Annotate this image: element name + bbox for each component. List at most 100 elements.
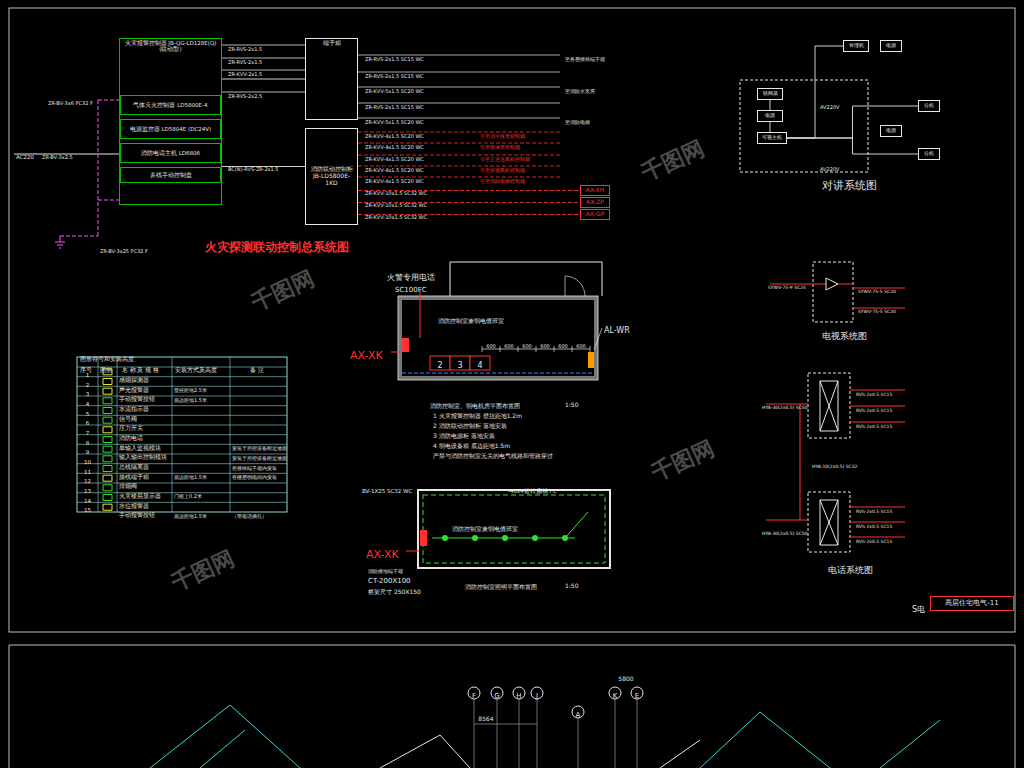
table-cell-holder: 门框上0.2米: [174, 485, 202, 501]
box-text: 分机: [924, 151, 934, 157]
table-cell-holder: 在接线端子箱内安装: [232, 457, 277, 473]
box-text: 分机: [924, 103, 934, 109]
wire-label: ZR-KVV-2x1.5: [228, 71, 262, 77]
grid-bubble: [513, 687, 525, 699]
watermark-holder: 千图网: [648, 437, 717, 485]
table-cell-holder: 4: [86, 393, 90, 409]
table-cell-holder: 信号阀: [119, 408, 137, 424]
grid-letter-holder: G: [494, 685, 499, 701]
wire-label-holder: AC220: [16, 146, 34, 162]
building-outline: [380, 735, 700, 768]
table-title: 图形符号和安装高度: [80, 355, 134, 362]
callout-holder: BV-1X25 SC32 WC: [362, 480, 412, 496]
table-cell: 手动报警按钮: [119, 396, 155, 402]
table-cell: 感烟探测器: [119, 377, 149, 383]
box-text: AX-XH: [586, 187, 604, 194]
table-cell-holder: 14: [84, 490, 91, 506]
note-holder: 2 消防联动控制柜 落地安装: [433, 415, 507, 431]
box-text: 可视主机: [762, 135, 782, 141]
table-cell-holder: 手动报警按钮: [119, 504, 155, 520]
ground-wire: [60, 100, 119, 236]
callout: SC100FC: [395, 286, 427, 294]
room-wall: [450, 262, 602, 296]
room-name-holder: 消防控制室兼弱电值班室: [438, 310, 504, 326]
tv-frame: [813, 262, 853, 322]
cable-tray: [402, 373, 594, 374]
table-cell: 9: [86, 449, 90, 455]
callout: AX-XK: [366, 548, 399, 561]
wire-label-holder: ZR-KVV-10x1.5 SC32 WC: [365, 206, 427, 222]
table-cell: 在接线端子箱内安装: [232, 466, 277, 471]
wire-label: ZR-KVV-4x1.5 SC20 WC: [365, 144, 424, 150]
destination-note: 引至排烟风机控制箱: [480, 167, 525, 173]
distribution-box-symbol: [588, 352, 594, 368]
table-cell: 手动报警按钮: [119, 512, 155, 518]
lighting-circuit: [432, 512, 588, 538]
wire-label-holder: ZR-KVV-4x1.5 SC20 WC: [365, 125, 424, 141]
callout-holder: 桥架尺寸 250X150: [368, 581, 421, 597]
dimension-holder: 600: [522, 335, 532, 351]
table-cell: 1: [86, 372, 90, 378]
dimension: 600: [504, 343, 514, 349]
dimension: 600: [576, 343, 586, 349]
grid-bubble: [531, 687, 543, 699]
wire-label: ZR-KVV-4x1.5 SC20 WC: [365, 156, 424, 162]
grid-lines: [474, 699, 637, 768]
wire-label-holder: ZR-KVV-4x1.5 SC20 WC: [365, 159, 424, 175]
grid-letter-holder: F: [472, 685, 476, 701]
table-cell-holder: 手动报警按钮: [119, 388, 155, 404]
wire-label-holder: RVS-2x0.5 SC15: [856, 530, 892, 546]
bus-wires: [358, 55, 560, 118]
wire-label: ZR-RVS-2x1.5 SC15 WC: [365, 73, 424, 79]
leader-line: [391, 352, 401, 353]
wire-connector: [222, 79, 305, 80]
wire-label: ZR-KVV-4x1.5 SC20 WC: [365, 133, 424, 139]
wire-label-holder: AV220V: [820, 96, 840, 112]
wire-label: ZR-KVV-4x1.5 SC20 WC: [365, 178, 424, 184]
wire-label-holder: ZR-KVV-5x1.5 SC20 WC: [365, 111, 424, 127]
table-cell-holder: （带电话插孔）: [232, 505, 267, 521]
table-cell-holder: 排烟阀: [119, 475, 137, 491]
box-text: 高层住宅电气-11: [945, 599, 998, 607]
intercom-unit: 联网器: [757, 88, 783, 100]
wire-label: RVS-2x0.5 SC15: [856, 539, 892, 544]
destination-note: 引至消火栓泵控制箱: [480, 133, 525, 139]
dimension-holder: 600: [486, 335, 496, 351]
callout-holder: 火警专用电话: [387, 267, 435, 283]
destination-note-holder: 引至喷淋泵控制箱: [480, 136, 520, 152]
table-cell: 水位报警器: [119, 503, 149, 509]
callout-number-holder: 3: [457, 355, 462, 371]
table-header-holder: 安装方式及高度: [175, 359, 217, 375]
phone-line: [420, 290, 421, 338]
box-text: 消防联动控制柜 JB-LD5800E-1KD: [308, 166, 355, 187]
panel-module: 消防电话主机 LD6806: [120, 143, 221, 163]
wire-connector: [770, 100, 771, 110]
panel-module: 气体灭火控制器 LD5800E-4: [120, 95, 221, 115]
box-text: 火灾报警控制器 JB-QG-LD128E(Q) (联动型): [122, 40, 219, 53]
table-cell: 总线隔离器: [119, 464, 149, 470]
destination-note: 引至喷淋泵控制箱: [480, 144, 520, 150]
box-text: AX-GP: [586, 211, 605, 218]
scale: 1:50: [565, 401, 578, 408]
wire-label-holder: ZR-KVV-4x1.5 SC20 WC: [365, 170, 424, 186]
grid-letter: G: [494, 692, 499, 700]
wire-label-holder: SYWV-75-9 SC25: [768, 276, 806, 292]
table-cell: 输入输出控制模块: [119, 454, 167, 460]
wire-label: SYWV-75-5 SC20: [858, 309, 896, 314]
destination-note: 至消防水泵房: [565, 88, 595, 94]
wire-connector: [787, 106, 918, 138]
watermark: 千图网: [648, 435, 718, 486]
ground-symbol: [55, 236, 65, 248]
building-outline: [150, 705, 940, 768]
wire-label-holder: ZR-KVV-10x1.5 SC32 WC: [365, 194, 427, 210]
grid-bubble: [491, 687, 503, 699]
table-cell-holder: 在楼层弱电间内安装: [232, 466, 277, 482]
table-cell: 排烟阀: [119, 483, 137, 489]
wire-label: ZR-KVV-10x1.5 SC32 WC: [365, 214, 427, 220]
box-text: 联网器: [763, 91, 778, 97]
grid-letter: J: [536, 692, 538, 700]
wire-label: HYA-30(2x0.5) SC50: [762, 405, 807, 410]
system-title-holder: 电视系统图: [822, 326, 867, 342]
callout-holder: AL-WR: [604, 320, 630, 336]
device-symbols: [103, 369, 112, 510]
